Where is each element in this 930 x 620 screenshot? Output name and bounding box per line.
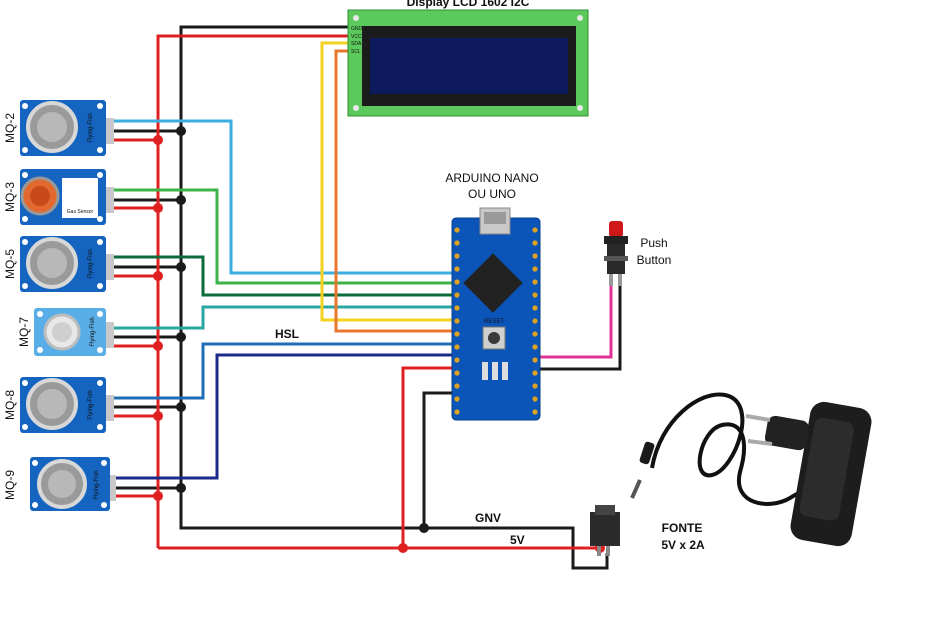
power-label-line2: 5V x 2A xyxy=(661,538,705,552)
sensor-mq5: Flying-Fish MQ-5 xyxy=(3,236,114,292)
sensor-board-text: Flying-Fish xyxy=(88,390,94,419)
vcc-wire-lcd xyxy=(156,34,350,548)
sensor-label-mq9: MQ-9 xyxy=(3,470,17,500)
gnd-wire-arduino xyxy=(422,391,456,528)
sda-wire xyxy=(320,41,456,322)
junction-dot xyxy=(176,332,186,342)
adapter-cable xyxy=(650,392,812,506)
sensor-mq9: Flying-Fish MQ-9 xyxy=(3,457,116,511)
pin-header-right xyxy=(532,227,538,415)
sensor-mq7: Flying-Fish MQ-7 xyxy=(17,308,114,356)
gnd-label: GNV xyxy=(475,511,501,525)
sensor-board-text: Flying-Fish xyxy=(88,249,94,278)
push-button-label-line2: Button xyxy=(637,253,672,267)
signal-wire-mq5 xyxy=(112,255,456,297)
reset-label: RESET xyxy=(484,319,504,325)
junction-dot xyxy=(176,262,186,272)
arduino-title-line2: OU UNO xyxy=(468,187,516,201)
junction-dot xyxy=(153,271,163,281)
push-button: Push Button xyxy=(604,221,671,286)
push-button-label-line1: Push xyxy=(640,236,667,250)
dc-jack xyxy=(590,505,620,556)
mount-hole xyxy=(577,15,583,21)
lcd-module: Display LCD 1602 I2C GND VCC SDA SCL xyxy=(347,0,589,117)
pin-header-left xyxy=(454,227,460,415)
sensor-label-mq2: MQ-2 xyxy=(3,113,17,143)
lcd-title: Display LCD 1602 I2C xyxy=(407,0,530,9)
button-signal-wire xyxy=(540,285,613,359)
signal-wire-mq3 xyxy=(112,188,456,285)
mount-hole xyxy=(577,105,583,111)
junction-dot xyxy=(153,411,163,421)
power-label-line1: FONTE xyxy=(662,521,703,535)
junction-dot xyxy=(153,341,163,351)
lcd-pin-scl: SCL xyxy=(351,49,361,55)
junction-dots xyxy=(153,126,605,553)
sensor-board-text: Flying-Fish xyxy=(94,470,100,499)
arduino-board: ARDUINO NANO OU UNO RESET xyxy=(445,171,541,421)
gnd-wire-lcd xyxy=(179,25,350,510)
junction-dot xyxy=(176,195,186,205)
vcc-wire-arduino xyxy=(401,366,456,548)
sensor-board-text: Flying-Fish xyxy=(90,317,96,346)
power-adapter: FONTE 5V x 2A xyxy=(630,401,872,552)
sensor-label-mq5: MQ-5 xyxy=(3,249,17,279)
sensor-board-text: Gas Sensor xyxy=(67,209,94,215)
junction-dot xyxy=(153,491,163,501)
junction-dot xyxy=(176,402,186,412)
mcu-chip xyxy=(463,253,523,313)
mount-hole xyxy=(353,15,359,21)
lcd-pin-gnd: GND xyxy=(351,26,363,32)
signal-wire-mq2 xyxy=(112,119,456,275)
junction-dot xyxy=(419,523,429,533)
mount-hole xyxy=(353,105,359,111)
hsl-label: HSL xyxy=(275,327,299,341)
vcc-label: 5V xyxy=(510,533,525,547)
signal-wire-mq9 xyxy=(112,353,456,480)
junction-dot xyxy=(153,135,163,145)
sensor-label-mq3: MQ-3 xyxy=(3,182,17,212)
lcd-pin-vcc: VCC xyxy=(351,34,362,40)
gnd-wire-button xyxy=(540,285,622,371)
lcd-pin-sda: SDA xyxy=(351,41,362,47)
junction-dot xyxy=(398,543,408,553)
sensor-label-mq8: MQ-8 xyxy=(3,390,17,420)
sensor-mq2: Flying-Fish MQ-2 xyxy=(3,100,114,156)
sensor-label-mq7: MQ-7 xyxy=(17,317,31,347)
sensor-mq8: Flying-Fish MQ-8 xyxy=(3,377,114,433)
sensor-mq3: Gas Sensor MQ-3 xyxy=(3,169,114,225)
scl-wire xyxy=(334,49,456,333)
junction-dot xyxy=(153,203,163,213)
junction-dot xyxy=(176,483,186,493)
signal-wire-mq8 xyxy=(112,342,456,400)
arduino-title-line1: ARDUINO NANO xyxy=(445,171,538,185)
gnd-wire-main xyxy=(179,510,609,570)
wires xyxy=(112,25,812,570)
sensor-board-text: Flying-Fish xyxy=(88,113,94,142)
signal-wire-mq7 xyxy=(112,305,456,330)
junction-dot xyxy=(176,126,186,136)
